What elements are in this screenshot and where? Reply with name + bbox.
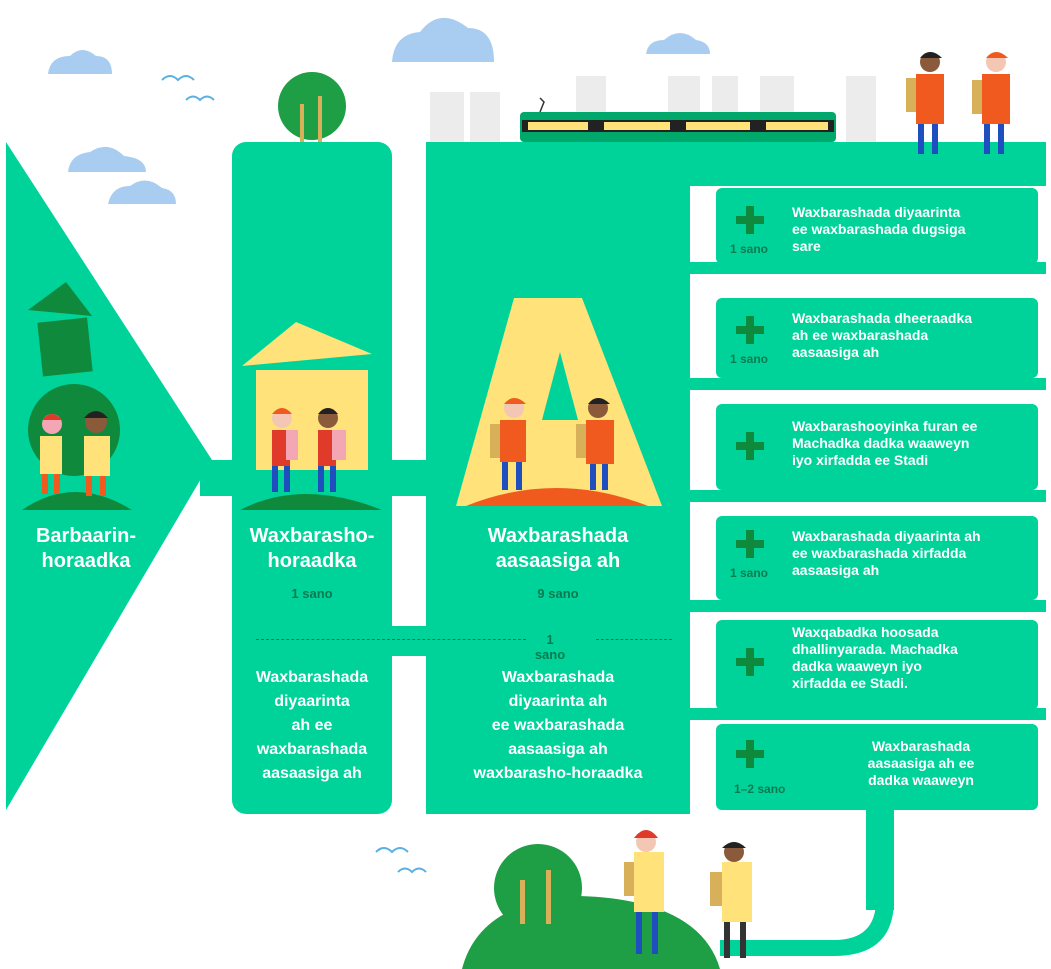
preparatory-basic-text: Waxbarashada diyaarinta ah ee waxbarasha… xyxy=(255,669,369,782)
divider-line-left xyxy=(256,639,526,640)
child-figure-icon xyxy=(318,408,346,492)
option-text: Waxqabadka hoosada dhallinyarada. Machad… xyxy=(792,624,958,691)
student-figure-icon xyxy=(906,52,944,154)
option-box: 1–2 sano Waxbarashada aasaasiga ah ee da… xyxy=(716,724,1038,810)
tree-icon xyxy=(278,72,346,142)
child-figure-icon xyxy=(40,414,62,494)
preprimary-duration: 1 sano xyxy=(291,586,333,601)
plus-icon xyxy=(736,316,764,344)
child-figure-icon xyxy=(272,408,298,492)
plus-icon xyxy=(736,432,764,460)
plus-icon xyxy=(736,206,764,234)
option-text: Waxbarashada dheeraadka ah ee waxbarasha… xyxy=(792,310,973,360)
cloud-icon xyxy=(68,146,146,172)
student-figure-icon xyxy=(490,398,526,490)
cloud-icon xyxy=(108,180,176,204)
option-duration: 1 sano xyxy=(730,566,769,580)
child-figure-icon xyxy=(84,411,110,496)
preschool-title: Barbaarin- horaadka xyxy=(35,525,137,572)
option-box: 1 sano Waxbarashada dheeraadka ah ee wax… xyxy=(716,298,1038,378)
cloud-icon xyxy=(48,50,112,74)
option-text: Waxbarashooyinka furan ee Machadka dadka… xyxy=(792,418,978,468)
option-box: Waxqabadka hoosada dhallinyarada. Machad… xyxy=(716,620,1038,710)
option-box: Waxbarashooyinka furan ee Machadka dadka… xyxy=(716,404,1038,490)
student-figure-icon xyxy=(576,398,614,490)
preparatory-basic-preprimary-text: Waxbarashada diyaarinta ah ee waxbarasha… xyxy=(473,669,643,782)
cloud-icon xyxy=(646,33,710,54)
cloud-icon xyxy=(392,17,494,63)
option-text: Waxbarashada diyaarinta ah ee waxbarasha… xyxy=(792,528,981,578)
adult-figure-icon xyxy=(624,830,664,954)
plus-icon xyxy=(736,740,764,768)
preprimary-title: Waxbarasho- horaadka xyxy=(249,525,375,572)
option-text: Waxbarashada aasaasiga ah ee dadka waawe… xyxy=(867,738,975,788)
plus-icon xyxy=(736,648,764,676)
student-figure-icon xyxy=(972,52,1010,154)
basic-education-duration: 9 sano xyxy=(537,586,579,601)
option-text: Waxbarashada diyaarinta ee waxbarashada … xyxy=(792,204,966,254)
option-box: 1 sano Waxbarashada diyaarinta ah ee wax… xyxy=(716,516,1038,600)
divider-line-right xyxy=(596,639,672,640)
option-duration: 1–2 sano xyxy=(734,782,786,796)
basic-education-title: Waxbarashada aasaasiga ah xyxy=(487,525,629,572)
option-duration: 1 sano xyxy=(730,242,769,256)
tree-icon xyxy=(494,844,582,932)
divider-label: 1 sano xyxy=(534,632,566,662)
adult-figure-icon xyxy=(710,842,752,958)
option-duration: 1 sano xyxy=(730,352,769,366)
option-box: 1 sano Waxbarashada diyaarinta ee waxbar… xyxy=(716,188,1038,264)
plus-icon xyxy=(736,530,764,558)
